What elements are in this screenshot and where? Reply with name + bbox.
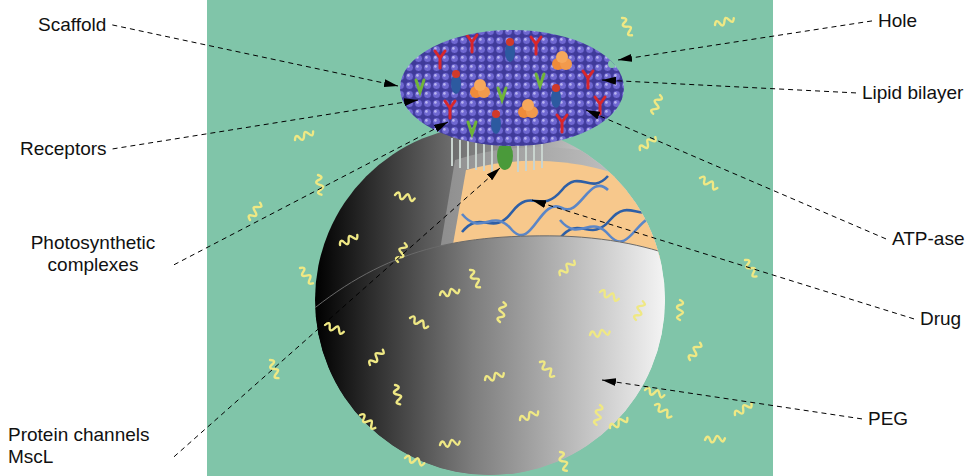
peg-chain [298, 266, 315, 285]
part-label: Lipid bilayer [862, 82, 963, 104]
lower-shell [315, 125, 665, 475]
peg-chain [267, 359, 281, 380]
atpase [551, 84, 561, 108]
peg-chain [484, 370, 505, 382]
peg-chain [743, 258, 759, 278]
peg-chain [633, 300, 645, 321]
peg-chain [650, 94, 662, 115]
peg-chain [594, 404, 603, 425]
label-slot: Hole [878, 10, 917, 32]
peg-chain [339, 232, 359, 247]
leader-line [602, 80, 856, 93]
leader-line [174, 122, 448, 265]
channel [498, 88, 506, 100]
label-slot: Photosynthetic complexes [18, 232, 168, 276]
leader-line [618, 21, 872, 60]
peg-chain [589, 329, 610, 338]
leader-line [586, 110, 886, 239]
label-slot: PEG [868, 408, 908, 430]
peg-chain [315, 174, 324, 195]
receptor [583, 71, 593, 88]
cutaway [300, 125, 690, 475]
peg-chain [619, 17, 634, 37]
receptor [445, 101, 455, 118]
label-slot: ATP-ase [892, 228, 965, 250]
part-label: Hole [878, 10, 917, 32]
photosynthetic-complex [552, 51, 572, 70]
peg-chain [714, 15, 735, 27]
peg-chain [409, 315, 430, 329]
leader-line [113, 100, 418, 149]
leader-line [602, 380, 862, 419]
peg-chain [653, 403, 673, 419]
photosynthetic-complex [518, 99, 538, 118]
leader-line [532, 200, 914, 319]
label-slot: Drug [920, 308, 961, 330]
peg-chain [558, 259, 576, 277]
channel [468, 122, 476, 134]
background-panel [207, 0, 773, 476]
channel [536, 74, 544, 86]
atpase [451, 70, 461, 94]
receptor [467, 35, 477, 52]
part-label: Drug [920, 308, 961, 330]
label-slot: Scaffold [38, 14, 106, 36]
peg-chain [404, 455, 425, 466]
peg-chain [368, 348, 385, 367]
part-label: Photosynthetic complexes [18, 232, 168, 276]
receptor [557, 115, 567, 132]
part-label: Scaffold [38, 14, 106, 36]
part-label: ATP-ase [892, 228, 965, 250]
membrane-patch [400, 30, 624, 146]
peg-chain [557, 451, 569, 472]
peg-chain [247, 201, 262, 221]
peg-chain [294, 129, 315, 143]
peg-chain [705, 435, 725, 443]
leader-line [174, 168, 500, 457]
peg-chain [609, 415, 629, 430]
part-label: Receptors [20, 138, 107, 160]
peg-chain [733, 401, 753, 417]
leader-line [112, 25, 398, 86]
peg-chain [358, 413, 377, 430]
peg-chain [439, 439, 460, 448]
peg-chain [392, 384, 403, 405]
peg-chain [324, 322, 345, 334]
receptor [531, 37, 541, 54]
mscl-channel [497, 142, 513, 170]
hole [608, 60, 616, 68]
label-slot: Protein channels MscL [8, 424, 168, 468]
peg-chain [687, 341, 702, 361]
label-slot: Receptors [20, 138, 107, 160]
peg-chain [538, 360, 556, 378]
peg-chain [519, 409, 540, 423]
atpase [505, 38, 515, 62]
leader-lines [112, 21, 914, 457]
membrane-proteins [416, 35, 616, 134]
peg-chain [467, 269, 482, 289]
peg-chain [638, 135, 657, 152]
photosynthetic-complex [470, 79, 490, 98]
channel [416, 80, 424, 92]
peg-chain [497, 302, 506, 323]
peg-chain [677, 300, 683, 320]
peg-chain [699, 175, 719, 190]
receptor [595, 97, 605, 114]
receptor [435, 51, 445, 68]
peg-chain [395, 242, 407, 263]
part-label: PEG [868, 408, 908, 430]
atpase [491, 110, 501, 134]
peg-chain [599, 289, 620, 301]
label-slot: Lipid bilayer [862, 82, 963, 104]
peg-chain [394, 192, 415, 201]
peg-chain [439, 287, 460, 298]
part-label: Protein channels MscL [8, 424, 168, 468]
shell-edge [300, 236, 690, 320]
